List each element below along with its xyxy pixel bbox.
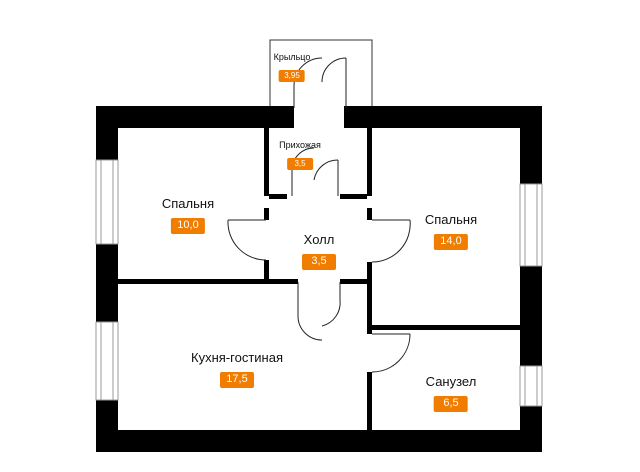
door-swings (227, 57, 411, 373)
room-name: Санузел (425, 374, 477, 389)
windows (95, 159, 543, 407)
room-label-bedroom-small: Спальня 10,0 (162, 196, 214, 234)
room-label-porch: Крыльцо 3,95 (273, 52, 311, 83)
room-name: Спальня (161, 196, 215, 211)
area-badge: 6,5 (434, 396, 468, 412)
room-name: Спальня (424, 212, 478, 227)
area-badge: 10,0 (171, 218, 205, 234)
room-label-hallway: Прихожая 3,5 (279, 140, 321, 171)
area-badge: 14,0 (434, 234, 468, 250)
area-badge: 17,5 (219, 372, 254, 388)
area-badge: 3,5 (302, 254, 336, 270)
porch-outline (269, 39, 373, 106)
interior-walls (118, 128, 520, 430)
room-label-kitchen-living: Кухня-гостиная 17,5 (191, 350, 283, 388)
area-badge: 3,5 (287, 158, 313, 170)
room-label-bathroom: Санузел 6,5 (425, 374, 477, 412)
room-name: Крыльцо (273, 52, 311, 62)
room-label-bedroom-large: Спальня 14,0 (425, 212, 477, 250)
room-name: Холл (303, 232, 335, 247)
room-name: Прихожая (279, 140, 321, 150)
room-label-hall: Холл 3,5 (302, 232, 336, 270)
area-badge: 3,95 (279, 70, 305, 82)
room-name: Кухня-гостиная (191, 350, 283, 365)
